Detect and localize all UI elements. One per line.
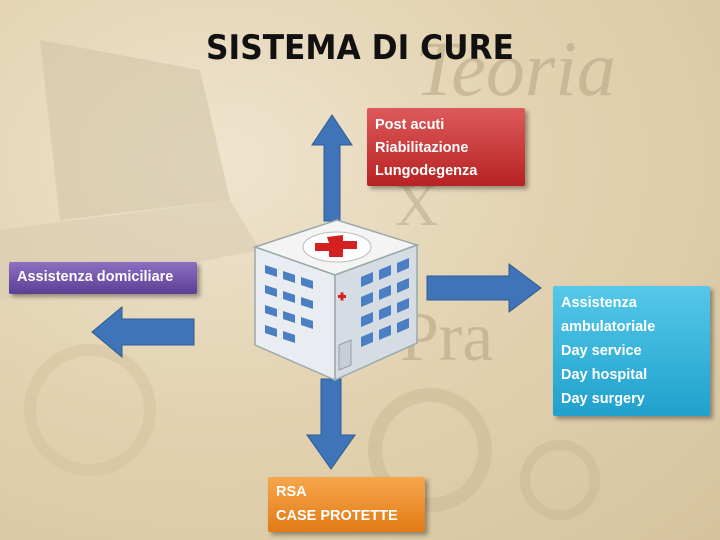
arrow-left [90,305,196,359]
ambulatoriale-line-5: Day surgery [561,387,702,411]
ambulatoriale-line-1: Assistenza [561,291,702,315]
rsa-box: RSA CASE PROTETTE [268,477,425,532]
assistenza-domiciliare-box: Assistenza domiciliare [9,262,197,294]
post-acuti-line-1: Post acuti [375,114,517,137]
assistenza-ambulatoriale-box: Assistenza ambulatoriale Day service Day… [553,286,710,416]
slide-title: SISTEMA DI CURE [29,28,691,68]
ambulatoriale-line-2: ambulatoriale [561,315,702,339]
post-acuti-box: Post acuti Riabilitazione Lungodegenza [367,108,525,186]
ambulatoriale-line-4: Day hospital [561,363,702,387]
arrow-right [425,262,543,314]
post-acuti-line-2: Riabilitazione [375,137,517,160]
rsa-line-2: CASE PROTETTE [276,504,417,528]
domiciliare-line-1: Assistenza domiciliare [17,265,189,289]
hospital-building-icon [245,215,425,383]
arrow-up [310,113,354,223]
post-acuti-line-3: Lungodegenza [375,160,517,183]
rsa-line-1: RSA [276,480,417,504]
ambulatoriale-line-3: Day service [561,339,702,363]
arrow-down [305,377,357,471]
